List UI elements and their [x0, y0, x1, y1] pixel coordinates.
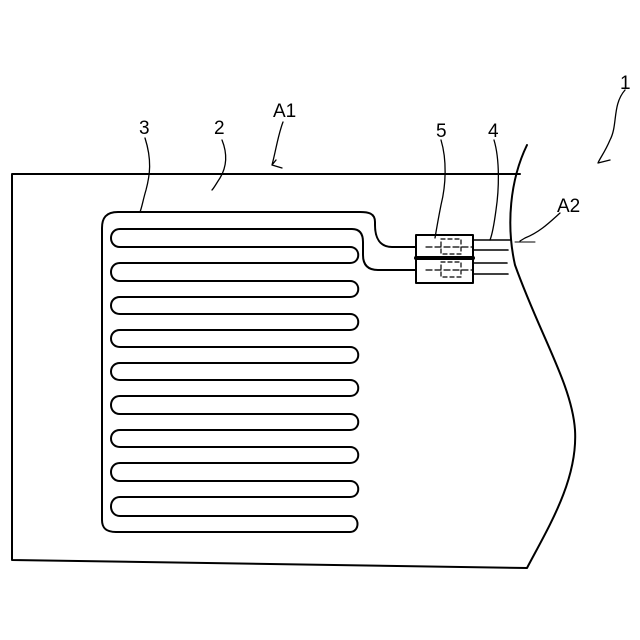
label-a2: A2 — [557, 197, 580, 216]
label-heater-pattern: 3 — [139, 119, 150, 138]
heater-wire-outer — [102, 212, 416, 532]
leader-a2 — [520, 213, 560, 241]
connector-block — [416, 235, 473, 283]
label-base-layer: 2 — [214, 119, 225, 138]
label-connector: 5 — [436, 122, 447, 141]
leader-1 — [598, 90, 625, 163]
label-a1: A1 — [273, 102, 296, 121]
panel-outline — [12, 145, 575, 568]
label-figure-ref: 1 — [620, 74, 631, 93]
label-lead-wire: 4 — [488, 122, 499, 141]
leader-a1 — [272, 122, 283, 168]
lead-wires — [473, 240, 510, 274]
leader-2 — [212, 140, 226, 190]
leader-4 — [490, 140, 498, 240]
leader-5 — [435, 140, 445, 238]
